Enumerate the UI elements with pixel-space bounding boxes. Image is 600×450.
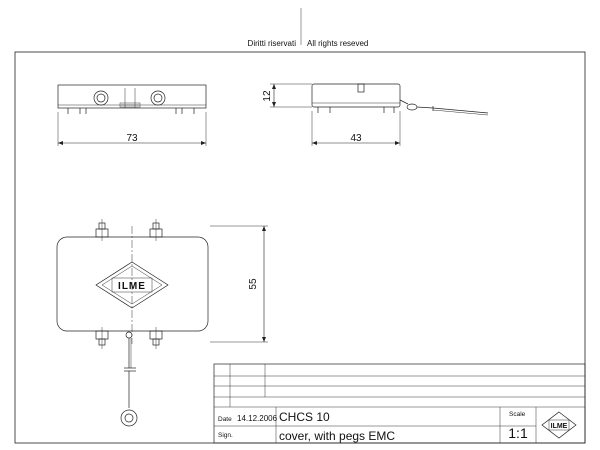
- dimension-side-height: 12: [262, 90, 273, 102]
- rights-reserved-italian: Diritti riservati: [248, 39, 297, 48]
- logo-text-title-block: ILME: [551, 423, 568, 430]
- part-code: CHCS 10: [279, 410, 330, 424]
- date-label: Date: [218, 416, 232, 423]
- side-view: [270, 83, 489, 146]
- date-value: 14.12.2006: [237, 414, 278, 423]
- logo-text-front: ILME: [118, 281, 146, 292]
- dimension-front-height: 55: [248, 278, 259, 290]
- title-block: [213, 363, 586, 444]
- rights-reserved-english: All rights reseved: [307, 39, 368, 48]
- ilme-logo-emblem: [95, 261, 169, 309]
- dimension-top-width: 73: [126, 133, 138, 144]
- front-view: [56, 219, 268, 427]
- dimension-side-width: 43: [350, 133, 362, 144]
- sign-label: Sign.: [218, 432, 233, 439]
- part-description: cover, with pegs EMC: [279, 429, 395, 443]
- ilme-logo-title-block: [541, 411, 577, 439]
- scale-value: 1:1: [508, 425, 528, 441]
- scale-label: Scale: [509, 411, 526, 418]
- top-view: [57, 84, 207, 146]
- drawing-frame: [14, 51, 586, 444]
